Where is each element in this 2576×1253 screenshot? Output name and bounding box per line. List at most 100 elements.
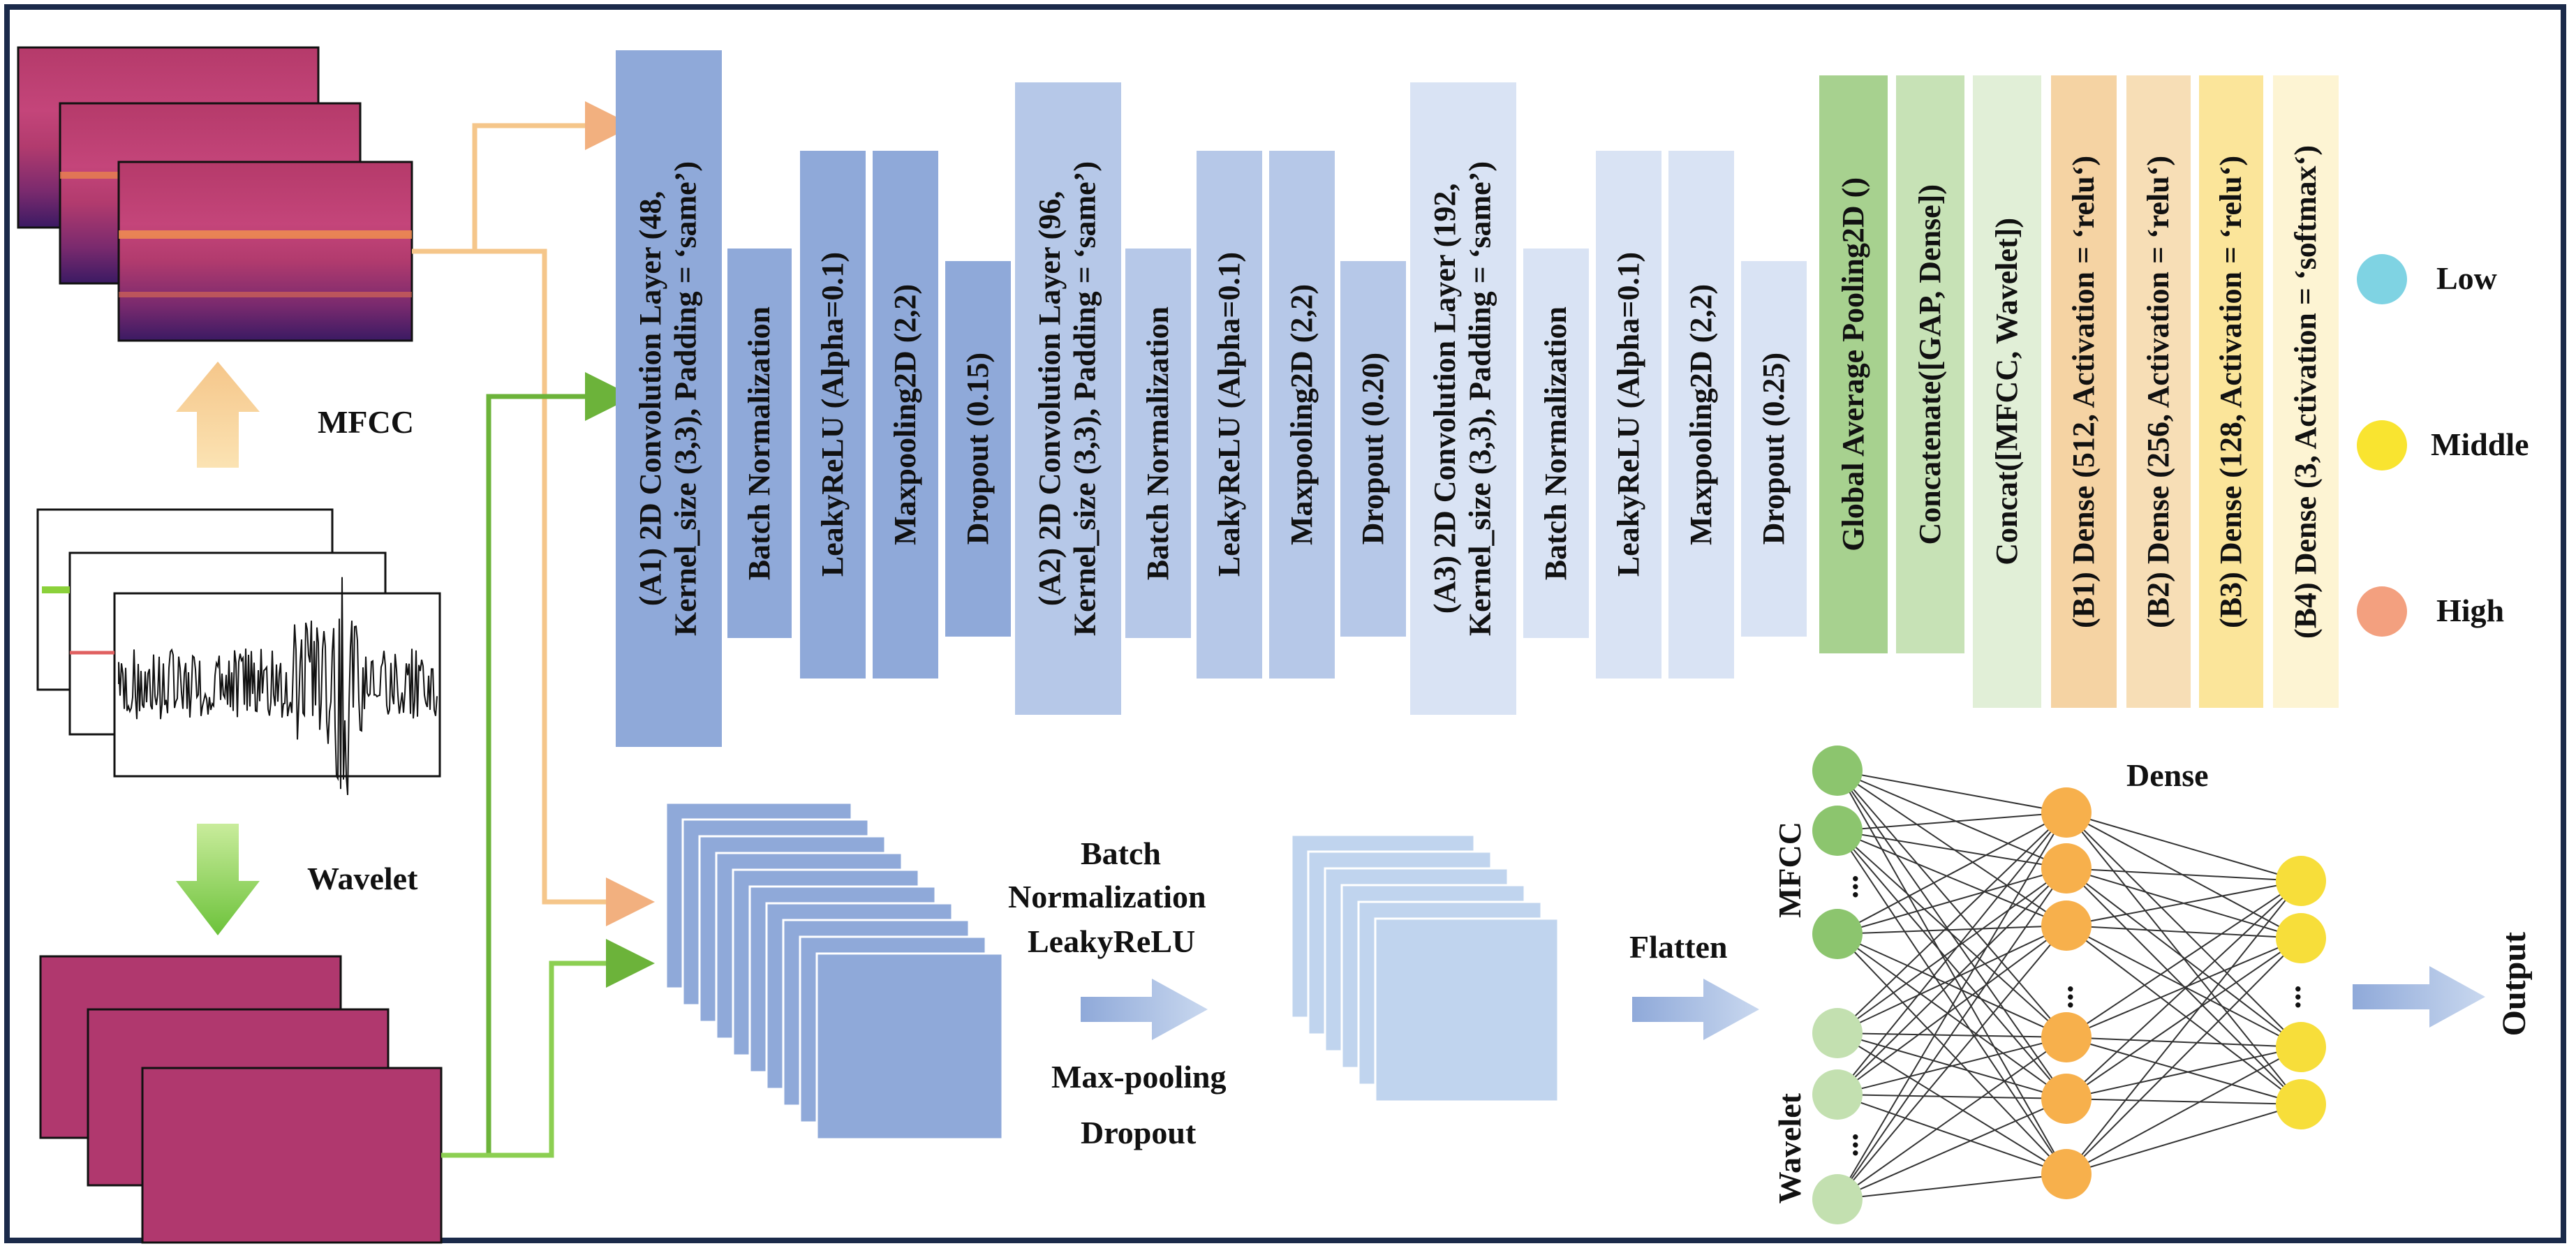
nn-wavelet-label: Wavelet — [1771, 1092, 1807, 1204]
cnn-layer-label: LeakyReLU (Alpha=0.1) — [815, 252, 850, 577]
nn-connection — [2066, 1098, 2302, 1105]
head-layer-label: (B2) Dense (256, Activation = ‘relu‘) — [2140, 155, 2175, 628]
nn-connection — [1837, 770, 2067, 926]
feature-map-stack-2 — [1290, 833, 1560, 1103]
legend-dot-middle — [2357, 420, 2407, 470]
nn-input-node — [1812, 1008, 1863, 1058]
nn-hidden-node — [2041, 1074, 2092, 1124]
nn-ellipsis-1: ... — [1828, 874, 1865, 899]
head-layer-1: Global Average Pooling2D () — [1819, 75, 1888, 653]
cnn-layer-7: Batch Normalization — [1125, 249, 1191, 638]
head-layer-5: (B2) Dense (256, Activation = ‘relu‘) — [2126, 75, 2191, 708]
nn-connection — [2066, 880, 2302, 1175]
nn-connection — [1837, 933, 2067, 1038]
head-layer-label: Concatenate([GAP, Dense]) — [1912, 184, 1947, 545]
nn-connection — [1837, 868, 2067, 1095]
wavelet-label: Wavelet — [307, 861, 418, 896]
nn-connection — [1837, 770, 2067, 1175]
nn-connection — [2066, 937, 2302, 1038]
head-layer-label: Global Average Pooling2D () — [1835, 177, 1870, 551]
legend-label: Middle — [2431, 427, 2529, 462]
nn-output-node — [2276, 1079, 2326, 1129]
nn-input-node — [1812, 806, 1863, 856]
dropout-label: Dropout — [1081, 1115, 1197, 1150]
cnn-layer-13: LeakyReLU (Alpha=0.1) — [1596, 151, 1661, 679]
nn-hidden-node — [2041, 843, 2092, 894]
cnn-layer-label: (A2) 2D Convolution Layer (96, Kernel_si… — [1032, 161, 1102, 637]
cnn-layer-8: LeakyReLU (Alpha=0.1) — [1197, 151, 1262, 679]
nn-connection — [1837, 868, 2067, 935]
nn-connection — [1837, 830, 2067, 1099]
cnn-layer-14: Maxpooling2D (2,2) — [1668, 151, 1734, 679]
cnn-layer-15: Dropout (0.25) — [1741, 261, 1807, 637]
nn-connection — [1837, 812, 2067, 1095]
nn-connection — [2066, 812, 2302, 1048]
nn-connection — [1837, 1094, 2067, 1175]
nn-connection — [2066, 1046, 2302, 1175]
nn-mfcc-label: MFCC — [1771, 822, 1807, 918]
cnn-layer-label: Maxpooling2D (2,2) — [1284, 284, 1319, 545]
nn-connection — [2066, 1037, 2302, 1105]
output-label-wrap: Output — [2492, 921, 2537, 1047]
nn-connection — [2066, 925, 2302, 939]
nn-hidden-node — [2041, 787, 2092, 838]
cnn-layer-label: Batch Normalization — [741, 306, 776, 581]
cnn-layer-5: Dropout (0.15) — [945, 261, 1011, 637]
head-layer-label: Concat([MFCC, Wavelet]) — [1989, 218, 2024, 565]
nn-ellipsis-2: ... — [1828, 1132, 1865, 1157]
down-arrow-icon — [176, 824, 260, 935]
mfcc-to-feature-maps-connector — [412, 249, 655, 926]
arrow-right-icon-2 — [1632, 979, 1759, 1040]
cnn-layer-label: Batch Normalization — [1538, 306, 1573, 581]
nn-connection — [1837, 830, 2067, 926]
nn-connection — [2066, 880, 2302, 1038]
nn-connection — [1837, 1037, 2067, 1095]
nn-connection — [1837, 1094, 2067, 1099]
maxpooling-label: Max-pooling — [1051, 1059, 1227, 1095]
nn-connection — [1837, 812, 2067, 831]
nn-connection — [1837, 830, 2067, 1038]
legend-label: High — [2436, 593, 2505, 628]
flatten-label: Flatten — [1629, 929, 1728, 965]
dense-network-connections — [1837, 770, 2302, 1200]
nn-connection — [2066, 880, 2302, 1099]
leakyrelu-label: LeakyReLU — [1028, 924, 1196, 959]
wavelet-image-stack — [39, 955, 443, 1244]
normalization-label: Normalization — [1008, 879, 1206, 914]
head-layer-6: (B3) Dense (128, Activation = ‘relu‘) — [2199, 75, 2263, 708]
cnn-layer-9: Maxpooling2D (2,2) — [1269, 151, 1335, 679]
head-layer-7: (B4) Dense (3, Activation = ‘softmax‘) — [2273, 75, 2339, 708]
nn-connection — [2066, 925, 2302, 1105]
mfcc-label: MFCC — [318, 404, 414, 440]
feature-map — [1374, 917, 1560, 1103]
up-arrow-icon — [176, 362, 260, 468]
cnn-layer-label: Dropout (0.20) — [1355, 353, 1390, 545]
head-layer-label: (B3) Dense (128, Activation = ‘relu‘) — [2213, 155, 2248, 628]
nn-connection — [1837, 925, 2067, 1034]
nn-connection — [1837, 830, 2067, 869]
nn-connection — [1837, 770, 2067, 1038]
nn-connection — [1837, 868, 2067, 1034]
nn-output-node — [2276, 856, 2326, 906]
nn-input-node — [1812, 746, 1863, 796]
cnn-layer-11: (A3) 2D Convolution Layer (192, Kernel_s… — [1410, 82, 1516, 715]
legend-label: Low — [2436, 260, 2497, 296]
cnn-layer-4: Maxpooling2D (2,2) — [873, 151, 938, 679]
legend-dot-low — [2357, 254, 2407, 304]
nn-connection — [1837, 1173, 2067, 1200]
nn-ellipsis-4: ... — [2271, 984, 2307, 1009]
cnn-layer-label: LeakyReLU (Alpha=0.1) — [1211, 252, 1246, 577]
cnn-layer-6: (A2) 2D Convolution Layer (96, Kernel_si… — [1015, 82, 1121, 715]
nn-output-node — [2276, 913, 2326, 963]
cnn-layer-1: (A1) 2D Convolution Layer (48, Kernel_si… — [616, 50, 722, 747]
nn-ellipsis-3: ... — [2043, 984, 2080, 1009]
waveform-stack — [36, 508, 441, 795]
cnn-layer-label: LeakyReLU (Alpha=0.1) — [1611, 252, 1645, 577]
nn-connection — [1837, 812, 2067, 1034]
nn-connection — [1837, 1032, 2067, 1038]
nn-connection — [2066, 880, 2302, 926]
head-layer-label: (B4) Dense (3, Activation = ‘softmax‘) — [2288, 144, 2323, 639]
diagram-frame — [4, 4, 2566, 1243]
nn-connection — [1837, 868, 2067, 1200]
nn-connection — [1837, 925, 2067, 1095]
